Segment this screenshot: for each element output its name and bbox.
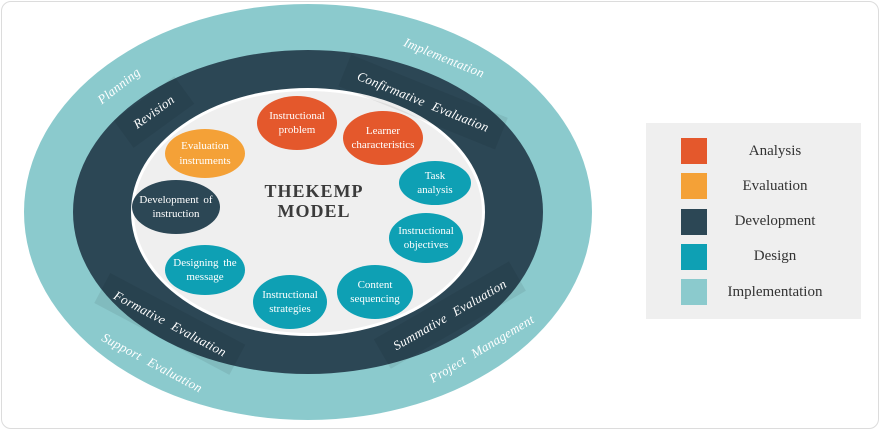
legend: Analysis Evaluation Development Design I… [646, 123, 861, 319]
node-evaluation-instruments: Evaluation instruments [165, 129, 245, 178]
legend-item-implementation: Implementation [646, 279, 861, 305]
node-instructional-strategies: Instructional strategies [253, 275, 327, 329]
legend-swatch-implementation [681, 279, 707, 305]
legend-label-development: Development [734, 213, 816, 229]
node-instructional-objectives: Instructional objectives [389, 213, 463, 263]
node-designing-the-message: Designing the message [165, 245, 245, 295]
legend-swatch-analysis [681, 138, 707, 164]
diagram-title-line2: MODEL [277, 201, 351, 221]
node-development-of-instruction: Development of instruction [132, 180, 220, 234]
legend-label-design: Design [753, 248, 797, 265]
legend-item-development: Development [646, 208, 861, 235]
node-instructional-problem: Instructional problem [257, 96, 337, 150]
legend-label-analysis: Analysis [748, 142, 802, 159]
legend-item-analysis: Analysis [646, 138, 861, 164]
legend-label-implementation: Implementation [727, 283, 823, 300]
legend-item-design: Design [646, 243, 861, 270]
node-learner-characteristics: Learner characteristics [343, 111, 423, 165]
legend-item-evaluation: Evaluation [646, 173, 861, 200]
diagram-title-line1: THEKEMP [264, 181, 364, 201]
legend-label-evaluation: Evaluation [742, 177, 808, 194]
diagram-title: THEKEMP MODEL [264, 181, 363, 221]
kemp-model-diagram: Planning Implementation Support Evaluati… [2, 2, 622, 428]
legend-swatch-evaluation [681, 173, 707, 200]
legend-swatch-development [681, 208, 707, 235]
node-task-analysis: Task analysis [399, 161, 471, 205]
legend-swatch-design [681, 243, 707, 270]
node-content-sequencing: Content sequencing [337, 265, 413, 319]
